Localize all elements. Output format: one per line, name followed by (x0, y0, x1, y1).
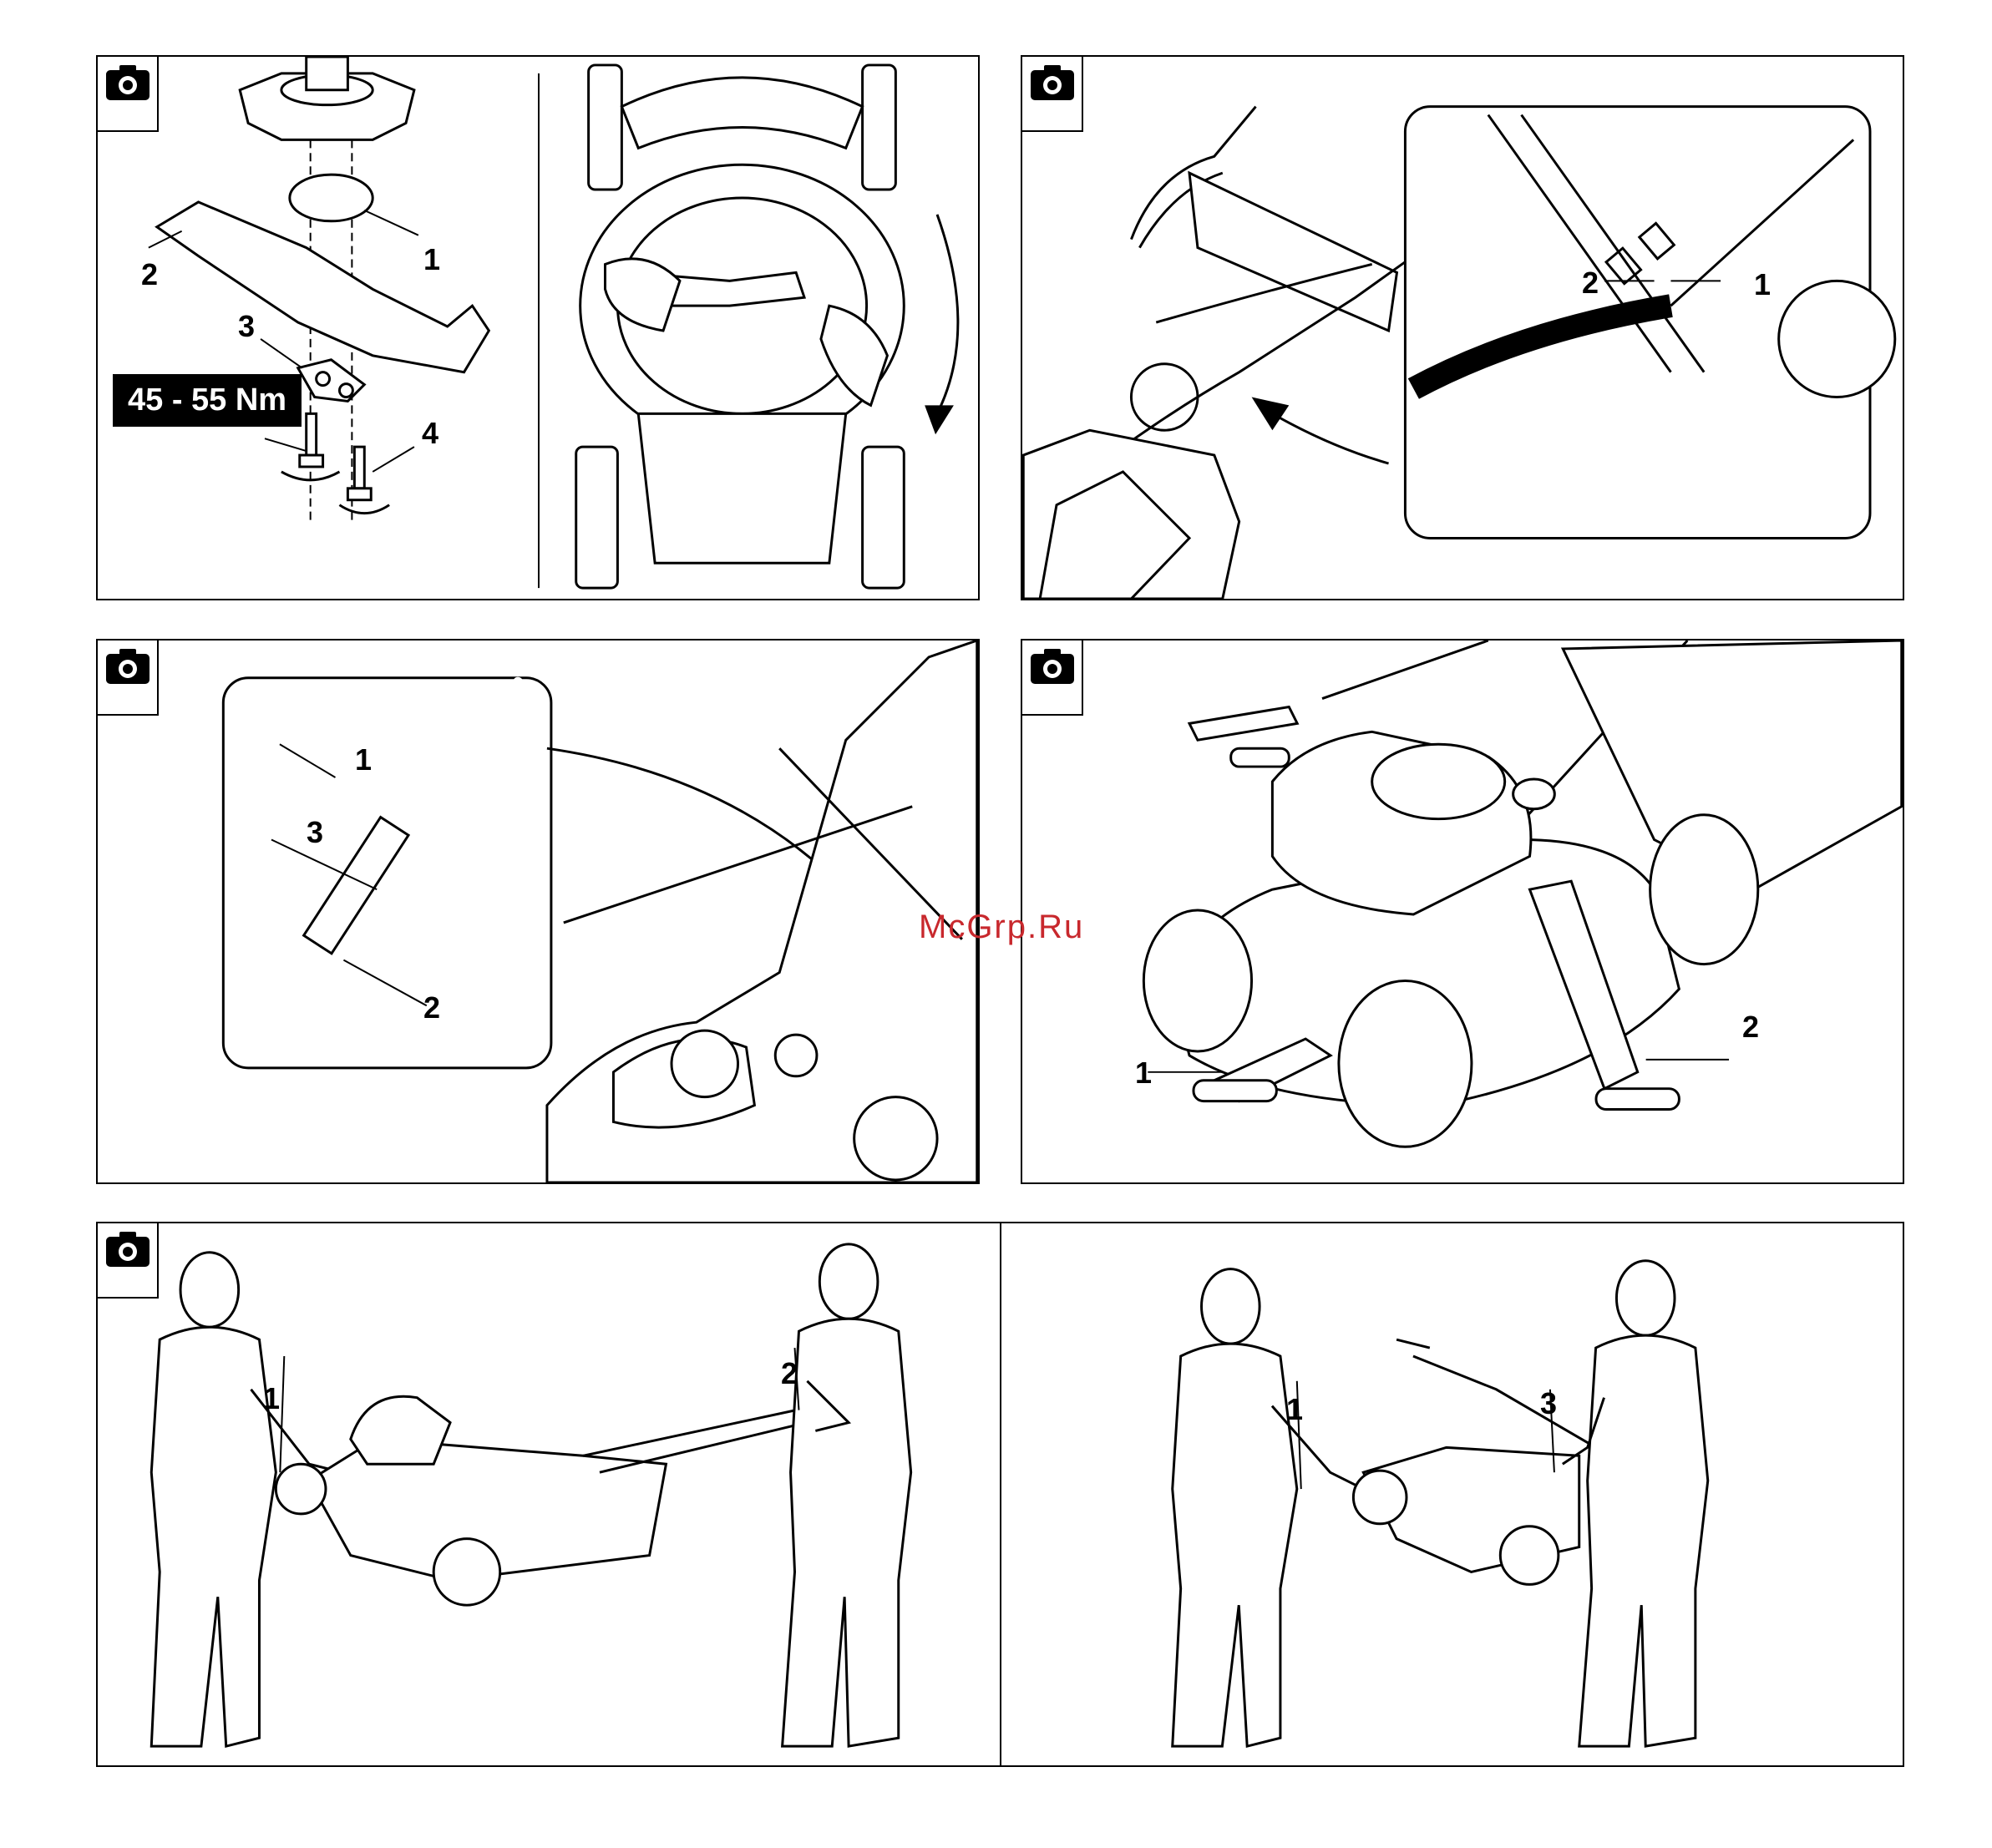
watermark: McGrp.Ru (919, 909, 1084, 946)
person-right-a (783, 1244, 911, 1746)
carrying-illustration (98, 1223, 1903, 1765)
callout-2: 2 (1742, 1012, 1759, 1042)
callout-1-right: 1 (1286, 1395, 1303, 1425)
panel-cable-adjuster-detail: 1 3 2 (96, 639, 980, 1184)
callout-3: 3 (307, 818, 323, 848)
callout-1-left: 1 (263, 1384, 280, 1414)
blade-assembly-illustration (98, 57, 978, 599)
panel-lifting-straps: 1 2 (1021, 639, 1904, 1184)
callout-4-right: 4 (422, 418, 438, 448)
panel-carrying: 1 2 1 3 (96, 1222, 1904, 1767)
callout-1: 1 (355, 745, 372, 775)
callout-2: 2 (781, 1359, 798, 1389)
panel-blade-mounting: 1 2 3 4 4 45 - 55 Nm (96, 55, 980, 600)
callout-3: 3 (238, 311, 255, 342)
callout-2: 2 (1582, 268, 1599, 298)
callout-2: 2 (423, 993, 440, 1023)
panel-cable-adjustment: 2 1 (1021, 55, 1904, 600)
torque-label: 45 - 55 Nm (113, 374, 302, 427)
cable-adjuster-illustration (98, 640, 978, 1182)
person-left-b (1173, 1269, 1364, 1746)
callout-2: 2 (141, 260, 158, 290)
callout-1: 1 (423, 245, 440, 275)
callout-1: 1 (1135, 1058, 1152, 1088)
person-right-b (1563, 1261, 1708, 1746)
lifting-straps-illustration (1022, 640, 1903, 1182)
callout-3: 3 (1540, 1389, 1557, 1419)
callout-1: 1 (1754, 270, 1771, 300)
handle-cable-illustration (1022, 57, 1903, 599)
